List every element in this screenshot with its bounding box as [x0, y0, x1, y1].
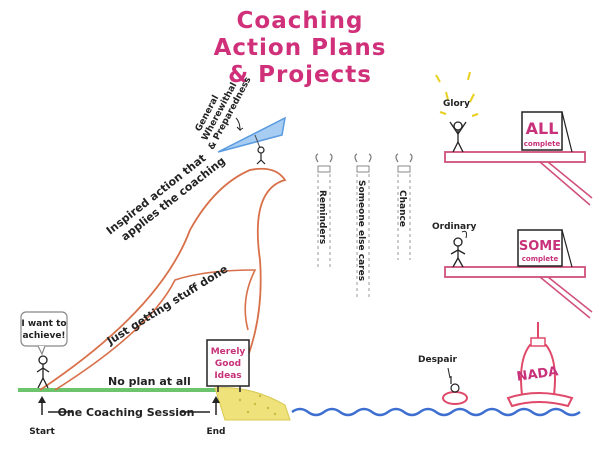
session-markers	[38, 396, 220, 415]
merely-line-2: Good	[215, 359, 241, 369]
start-label: Start	[29, 427, 55, 437]
nada-text: NADA	[516, 364, 559, 385]
sand-beach	[214, 387, 291, 421]
title-line-2: Action Plans	[214, 35, 387, 61]
some-complete-sign: SOME complete	[517, 229, 573, 268]
nada-buoy: NADA	[506, 322, 574, 408]
end-label: End	[207, 427, 226, 437]
inspired-label-group: Inspired action that applies the coachin…	[104, 152, 228, 244]
rocket-someone	[354, 153, 372, 300]
despair-arrow	[447, 367, 451, 379]
merely-good-sign: Merely Good Ideas	[206, 339, 250, 392]
glory-figure	[449, 121, 467, 153]
mountain-inner	[54, 269, 257, 391]
glory-label: Glory	[443, 99, 470, 109]
water-waves	[291, 407, 581, 417]
ordinary-arrow	[461, 230, 467, 239]
someone-else-label: Someone else cares	[356, 180, 366, 281]
speech-line-1: I want to	[21, 319, 66, 329]
all-sign-text: ALL	[526, 119, 559, 138]
some-sign-sub: complete	[522, 255, 559, 263]
all-sign-sub: complete	[524, 140, 561, 148]
ordinary-platform	[444, 266, 593, 319]
merely-line-1: Merely	[211, 347, 246, 357]
glory-platform	[444, 151, 593, 206]
speech-line-2: achieve!	[22, 331, 65, 341]
some-sign-text: SOME	[519, 239, 561, 254]
glider-strut	[254, 134, 261, 149]
reminders-label: Reminders	[317, 190, 327, 244]
all-complete-sign: ALL complete	[521, 111, 573, 153]
speech-tail	[37, 345, 46, 356]
rocket-chance	[395, 153, 413, 260]
session-label: One Coaching Session	[58, 406, 195, 419]
just-getting-label: Just getting stuff done	[104, 262, 230, 348]
glory-rays	[435, 71, 479, 117]
ordinary-figure	[450, 237, 466, 268]
title-line-1: Coaching	[237, 8, 364, 34]
sand-dots	[238, 394, 277, 416]
mountain-outer	[39, 167, 287, 391]
despair-label: Despair	[418, 355, 458, 365]
rocket-reminders	[315, 153, 333, 270]
general-arrow	[235, 117, 244, 132]
start-figure	[36, 355, 50, 389]
ordinary-label: Ordinary	[432, 222, 477, 232]
title-line-3: & Projects	[228, 62, 372, 88]
chance-label: Chance	[397, 190, 407, 227]
glider-pilot	[256, 146, 266, 165]
merely-line-3: Ideas	[214, 371, 241, 381]
no-plan-label: No plan at all	[108, 375, 191, 388]
hang-glider	[217, 116, 286, 153]
despair-swimmer	[442, 376, 468, 405]
